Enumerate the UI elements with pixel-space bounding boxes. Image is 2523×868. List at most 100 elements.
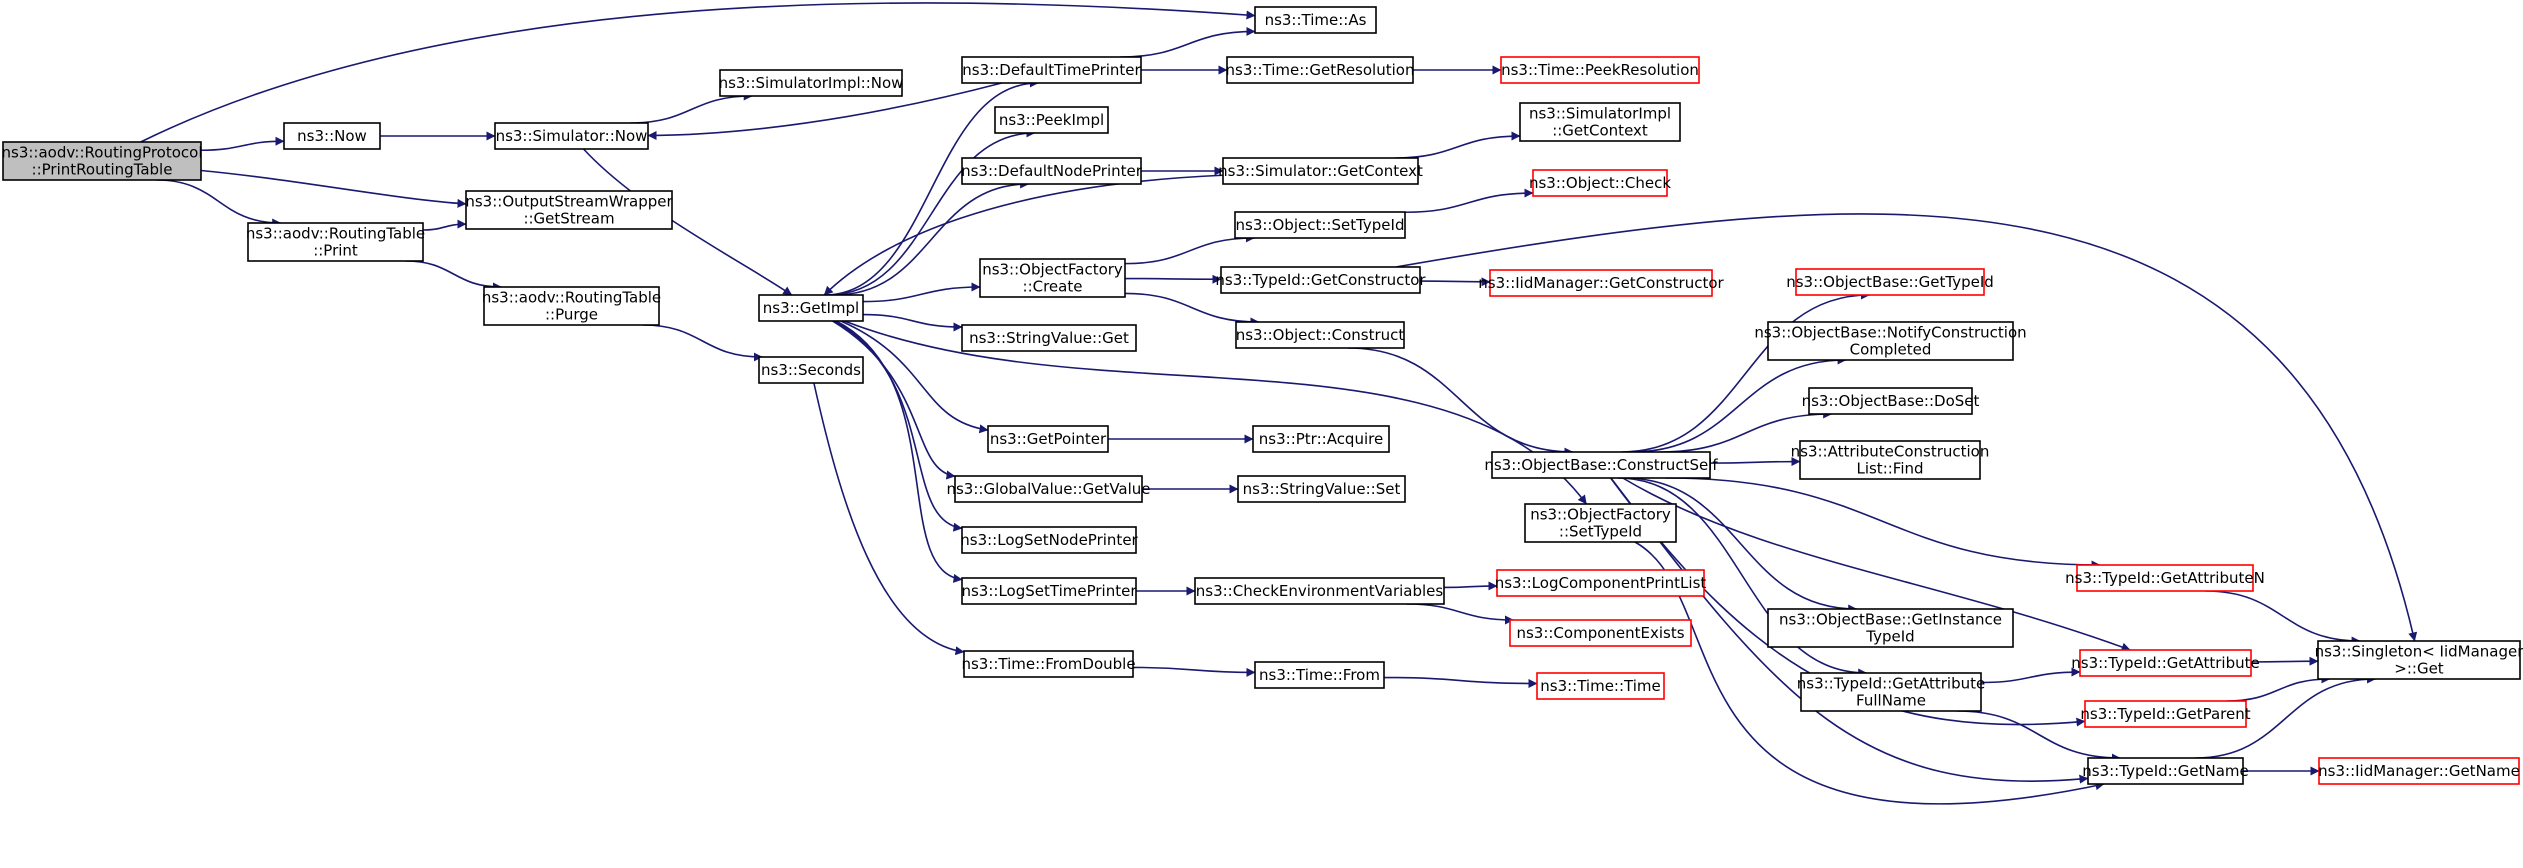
function-node-box xyxy=(758,294,864,322)
function-node-rtpurge[interactable]: ns3::aodv::RoutingTable::Purge xyxy=(482,286,661,326)
function-node-obnotify[interactable]: ns3::ObjectBase::NotifyConstructionCompl… xyxy=(1754,321,2027,361)
function-node-timeas[interactable]: ns3::Time::As xyxy=(1254,6,1377,34)
function-node-timefrom[interactable]: ns3::Time::From xyxy=(1254,661,1385,689)
function-node-ofcreate[interactable]: ns3::ObjectFactory::Create xyxy=(979,258,1126,298)
function-node-simimplnow[interactable]: ns3::SimulatorImpl::Now xyxy=(719,69,904,97)
call-edge xyxy=(1120,26,1256,58)
function-node-label: ns3::ComponentExists xyxy=(1516,624,1684,642)
call-edge xyxy=(833,179,1030,296)
function-node-ows[interactable]: ns3::OutputStreamWrapper::GetStream xyxy=(465,190,673,230)
function-node-objsettypeid[interactable]: ns3::Object::SetTypeId xyxy=(1234,211,1406,239)
function-node-box xyxy=(1519,102,1681,142)
function-node-label: ns3::ObjectBase::GetInstance xyxy=(1779,611,2002,629)
call-edge-line xyxy=(630,91,753,124)
function-node-label: ns3::CheckEnvironmentVariables xyxy=(1196,582,1444,600)
function-node-label: ns3::DefaultTimePrinter xyxy=(962,61,1141,79)
function-node-tidgetattr[interactable]: ns3::TypeId::GetAttribute xyxy=(2071,649,2260,677)
function-node-objcheck[interactable]: ns3::Object::Check xyxy=(1529,169,1671,197)
function-node-seconds[interactable]: ns3::Seconds xyxy=(758,356,864,384)
call-edge-line xyxy=(647,82,1002,140)
function-node-box xyxy=(1235,321,1405,349)
function-node-gvgetvalue[interactable]: ns3::GlobalValue::GetValue xyxy=(946,475,1151,503)
function-node-simnow[interactable]: ns3::Simulator::Now xyxy=(494,122,649,150)
call-edge-line xyxy=(1348,347,1574,457)
call-edge-line xyxy=(1631,355,1847,453)
call-edge-line xyxy=(422,219,467,231)
function-node-ofsettypeid[interactable]: ns3::ObjectFactory::SetTypeId xyxy=(1524,503,1677,543)
function-node-timegetres[interactable]: ns3::Time::GetResolution xyxy=(1226,56,1415,84)
function-node-timefromdouble[interactable]: ns3::Time::FromDouble xyxy=(961,650,1136,678)
function-node-box xyxy=(2076,564,2254,592)
function-node-label: ns3::aodv::RoutingTable xyxy=(482,289,661,307)
function-node-label: ::Purge xyxy=(545,306,598,324)
function-node-tidgetparent[interactable]: ns3::TypeId::GetParent xyxy=(2080,700,2251,728)
function-node-deftimeprinter[interactable]: ns3::DefaultTimePrinter xyxy=(961,56,1142,84)
function-node-obdoset[interactable]: ns3::ObjectBase::DoSet xyxy=(1802,387,1980,415)
function-node-tidgetctor[interactable]: ns3::TypeId::GetConstructor xyxy=(1215,266,1426,294)
function-node-peekimpl[interactable]: ns3::PeekImpl xyxy=(994,106,1109,134)
function-node-label: ns3::Simulator::Now xyxy=(496,127,648,145)
function-node-box xyxy=(494,122,649,150)
function-node-svset[interactable]: ns3::StringValue::Set xyxy=(1237,475,1406,503)
function-node-timetime[interactable]: ns3::Time::Time xyxy=(1536,672,1665,700)
function-node-box xyxy=(1237,475,1406,503)
function-node-box xyxy=(1489,269,1713,297)
function-node-label: ns3::StringValue::Get xyxy=(969,329,1129,347)
function-node-box xyxy=(961,56,1142,84)
function-node-peekres[interactable]: ns3::Time::PeekResolution xyxy=(1500,56,1700,84)
function-node-now[interactable]: ns3::Now xyxy=(283,122,381,150)
function-node-rtprint[interactable]: ns3::aodv::RoutingTable::Print xyxy=(246,222,425,262)
call-edge xyxy=(647,82,1002,140)
function-node-box xyxy=(2079,649,2252,677)
function-node-box xyxy=(1767,321,2014,361)
function-node-iidgetname[interactable]: ns3::IidManager::GetName xyxy=(2318,757,2520,785)
function-node-obgettypeid[interactable]: ns3::ObjectBase::GetTypeId xyxy=(1786,268,1994,296)
function-node-getpointer[interactable]: ns3::GetPointer xyxy=(987,425,1109,453)
call-edge xyxy=(200,136,285,152)
function-node-logsettime[interactable]: ns3::LogSetTimePrinter xyxy=(961,577,1137,605)
function-node-label: ns3::Object::SetTypeId xyxy=(1236,216,1405,234)
call-edge-line xyxy=(1622,477,2131,652)
call-edge-line xyxy=(1624,477,1858,614)
function-node-compexists[interactable]: ns3::ComponentExists xyxy=(1509,619,1692,647)
function-node-getimpl[interactable]: ns3::GetImpl xyxy=(758,294,864,322)
function-node-label: ns3::ObjectBase::GetTypeId xyxy=(1786,273,1994,291)
function-node-logsetnode[interactable]: ns3::LogSetNodePrinter xyxy=(960,526,1139,554)
function-node-box xyxy=(1524,503,1677,543)
function-node-label: ns3::StringValue::Set xyxy=(1243,480,1401,498)
call-edge-line xyxy=(1709,457,1801,467)
function-node-objconstruct[interactable]: ns3::Object::Construct xyxy=(1235,321,1405,349)
call-edge xyxy=(1404,188,1534,214)
call-edge xyxy=(1124,233,1255,265)
function-node-label: List::Find xyxy=(1856,460,1923,478)
function-node-simimplgetctx[interactable]: ns3::SimulatorImpl::GetContext xyxy=(1519,102,1681,142)
function-node-checkenv[interactable]: ns3::CheckEnvironmentVariables xyxy=(1194,577,1445,605)
call-edge xyxy=(140,2,1256,143)
call-edge-line xyxy=(813,382,965,656)
call-edge xyxy=(422,219,467,231)
function-node-defnodeprinter[interactable]: ns3::DefaultNodePrinter xyxy=(961,157,1143,185)
function-node-logcompprint[interactable]: ns3::LogComponentPrintList xyxy=(1495,569,1707,597)
function-node-svget[interactable]: ns3::StringValue::Get xyxy=(961,324,1137,352)
function-node-obconstructself[interactable]: ns3::ObjectBase::ConstructSelf xyxy=(1484,451,1718,479)
function-node-box xyxy=(961,324,1137,352)
function-node-iidgetctor[interactable]: ns3::IidManager::GetConstructor xyxy=(1478,269,1725,297)
call-edge xyxy=(1631,355,1847,453)
function-node-label: ns3::DefaultNodePrinter xyxy=(961,162,1143,180)
function-node-label: ns3::SimulatorImpl xyxy=(1529,105,1671,123)
call-edge-line xyxy=(1419,277,1491,287)
call-edge-line xyxy=(1132,666,1256,677)
call-edge xyxy=(862,282,981,303)
call-edge-line xyxy=(824,78,1039,296)
function-node-label: ns3::Singleton< IidManager xyxy=(2315,643,2523,661)
function-node-tidgetattrn[interactable]: ns3::TypeId::GetAttributeN xyxy=(2065,564,2265,592)
function-node-singletonget[interactable]: ns3::Singleton< IidManager>::Get xyxy=(2315,640,2523,680)
function-node-label: ns3::Seconds xyxy=(761,361,861,379)
function-node-tidgetname[interactable]: ns3::TypeId::GetName xyxy=(2082,757,2249,785)
function-node-simgetctx[interactable]: ns3::Simulator::GetContext xyxy=(1218,157,1423,185)
function-node-ptracquire[interactable]: ns3::Ptr::Acquire xyxy=(1252,425,1390,453)
